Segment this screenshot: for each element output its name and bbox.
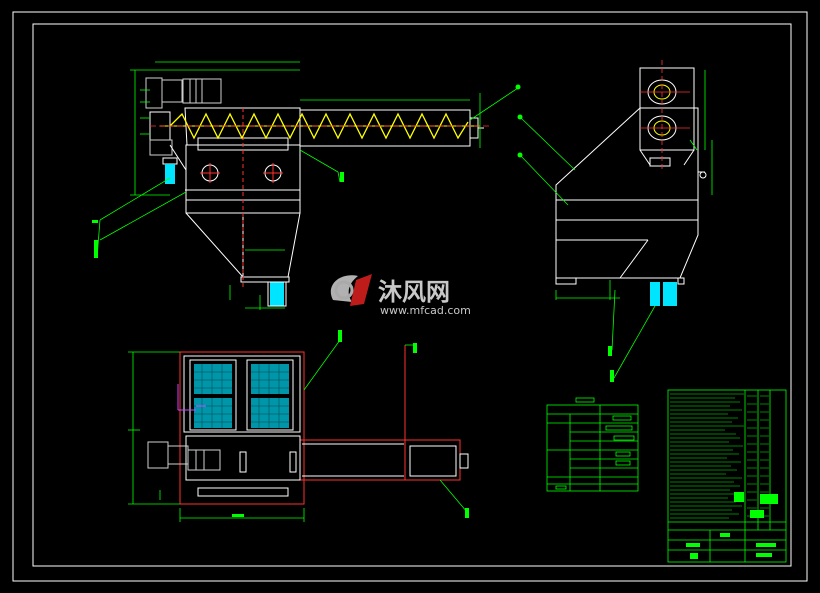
title-block (667, 389, 787, 563)
outlet-screen (270, 282, 284, 306)
front-dimensions (96, 61, 519, 310)
screen-panel-2 (251, 364, 289, 394)
end-elevation-view (517, 60, 713, 382)
plan-motor (147, 441, 221, 471)
title-block-rows (670, 393, 769, 519)
screen-panel-4 (251, 398, 289, 428)
parts-table (546, 397, 639, 492)
screen-panel-1 (194, 364, 232, 394)
screen-panel-3 (194, 398, 232, 428)
end-outlet-screen-b (663, 282, 677, 306)
watermark-url: www.mfcad.com (380, 304, 471, 317)
watermark-brand: 沐风网 (378, 278, 450, 306)
plan-view (128, 330, 469, 522)
sheet-frame (12, 11, 808, 582)
motor (145, 77, 222, 156)
plan-dimensions (128, 339, 468, 522)
end-outlet-screen-a (650, 282, 660, 306)
front-elevation-view (92, 61, 521, 310)
mfcad-logo (330, 274, 372, 306)
end-dimensions (519, 70, 713, 379)
discharge-screen (165, 164, 175, 184)
